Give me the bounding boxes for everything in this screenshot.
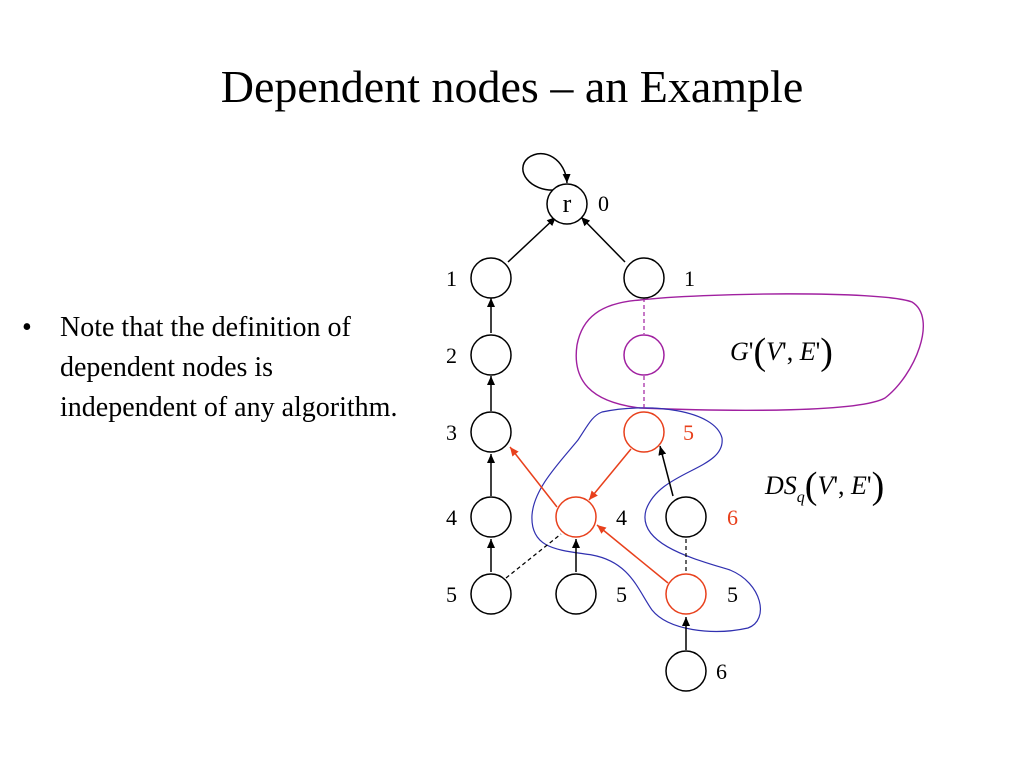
edge-right1-root — [580, 216, 626, 263]
label-bottom6: 6 — [716, 659, 727, 684]
node-red3 — [623, 411, 665, 453]
ds-comma: , — [838, 471, 851, 500]
label-left2: 2 — [446, 343, 457, 368]
node-bottom6 — [665, 650, 707, 692]
node-left1 — [470, 257, 512, 299]
bullet-dot-icon: • — [22, 312, 32, 343]
label-red4-level: 4 — [616, 505, 627, 530]
node-red5 — [665, 573, 707, 615]
label-left4: 4 — [446, 505, 457, 530]
node-red4 — [555, 496, 597, 538]
dashed-left5-red4 — [505, 533, 562, 579]
ds-v: V — [817, 471, 836, 500]
node-left4 — [470, 496, 512, 538]
ds-e-prime: ' — [867, 471, 872, 500]
g-e-prime: ' — [816, 337, 821, 366]
node-purple — [623, 334, 665, 376]
label-mid5: 5 — [616, 582, 627, 607]
ds-e: E — [850, 471, 867, 500]
root-self-loop — [522, 152, 571, 191]
node-left5 — [470, 573, 512, 615]
edge-red4-left3 — [509, 446, 558, 508]
label-left1: 1 — [446, 266, 457, 291]
g-e: E — [799, 337, 816, 366]
ds-symbol: DS — [764, 471, 797, 500]
bullet-text: Note that the definition of dependent no… — [60, 312, 398, 423]
label-right4-level: 6 — [727, 505, 738, 530]
g-comma: , — [787, 337, 800, 366]
ds-v-prime: ' — [833, 471, 838, 500]
label-left3: 3 — [446, 420, 457, 445]
node-mid5 — [555, 573, 597, 615]
label-red5-level: 5 — [727, 582, 738, 607]
label-root-level: 0 — [598, 191, 609, 216]
g-v: V — [766, 337, 785, 366]
edge-right4-red3 — [658, 445, 674, 497]
label-red3-level: 5 — [683, 420, 694, 445]
g-prime-label: G'(V', E') — [730, 331, 833, 373]
g-lparen: ( — [753, 331, 766, 373]
g-rparen: ) — [820, 331, 833, 373]
g-prime-mark: ' — [749, 337, 754, 366]
ds-lparen: ( — [805, 465, 818, 507]
ds-rparen: ) — [872, 465, 885, 507]
ds-q-outline — [531, 407, 761, 633]
label-right1: 1 — [684, 266, 695, 291]
subgraph-g-prime-outline — [575, 293, 924, 411]
node-right1 — [623, 257, 665, 299]
g-v-prime: ' — [782, 337, 787, 366]
ds-subscript: q — [797, 489, 805, 506]
node-left2 — [470, 334, 512, 376]
node-right4 — [665, 496, 707, 538]
edge-left1-root — [507, 216, 557, 263]
edge-red5-red4 — [596, 524, 669, 584]
edge-red3-red4 — [588, 448, 632, 501]
g-symbol: G — [730, 337, 749, 366]
ds-label: DSq(V', E') — [764, 465, 884, 507]
bullet-list: • Note that the definition of dependent … — [22, 308, 402, 428]
node-left3 — [470, 411, 512, 453]
label-left5: 5 — [446, 582, 457, 607]
node-root — [546, 183, 588, 225]
slide-title: Dependent nodes – an Example — [220, 61, 804, 112]
root-letter: r — [563, 189, 572, 218]
